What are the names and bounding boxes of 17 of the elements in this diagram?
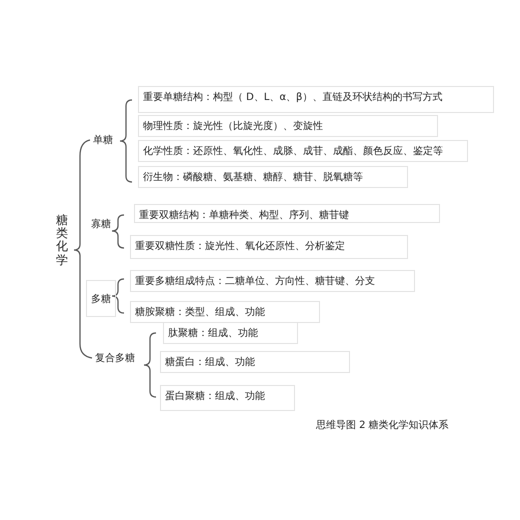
category-label: 寡糖 <box>91 217 111 231</box>
topic-box: 蛋白聚糖：组成、功能 <box>160 385 295 411</box>
caption: 思维导图 2 糖类化学知识体系 <box>316 418 449 432</box>
category-label: 复合多糖 <box>95 351 135 365</box>
topic-box: 肽聚糖：组成、功能 <box>163 322 298 344</box>
topic-box: 化学性质：还原性、氧化性、成脎、成苷、成酯、颜色反应、鉴定等 <box>138 140 468 162</box>
topic-box: 糖胺聚糖：类型、组成、功能 <box>130 301 320 323</box>
root-topic: 糖类化学 <box>56 214 68 267</box>
topic-box: 重要双糖结构：单糖种类、构型、序列、糖苷键 <box>134 204 440 223</box>
topic-box: 糖蛋白：组成、功能 <box>160 351 350 373</box>
topic-box: 重要多糖组成特点：二糖单位、方向性、糖苷键、分支 <box>130 270 415 292</box>
topic-box: 多糖 <box>86 280 116 317</box>
topic-box: 物理性质：旋光性（比旋光度）、变旋性 <box>138 115 438 137</box>
category-label: 单糖 <box>93 133 113 147</box>
topic-box: 重要单糖结构：构型（ D、L、α、β）、直链及环状结构的书写方式 <box>138 86 494 113</box>
topic-box: 衍生物：磷酸糖、氨基糖、糖醇、糖苷、脱氧糖等 <box>138 166 408 188</box>
topic-box: 重要双糖性质：旋光性、氧化还原性、分析鉴定 <box>130 235 408 259</box>
